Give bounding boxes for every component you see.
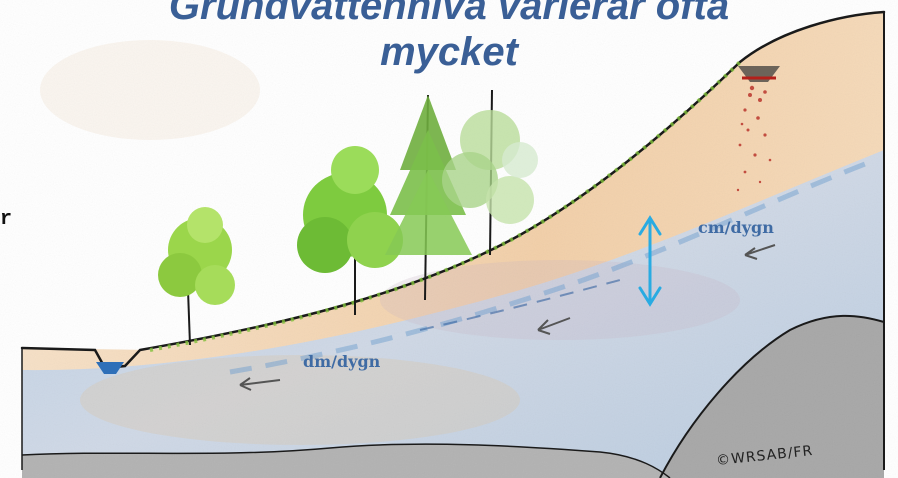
fast-flow-label: cm/dygn	[698, 218, 774, 237]
edge-text: r	[0, 208, 12, 231]
page-title-line-1: Grundvattennivå varierar ofta	[0, 0, 898, 28]
slow-flow-label: dm/dygn	[303, 352, 380, 371]
page-title-line-2: mycket	[0, 30, 898, 74]
